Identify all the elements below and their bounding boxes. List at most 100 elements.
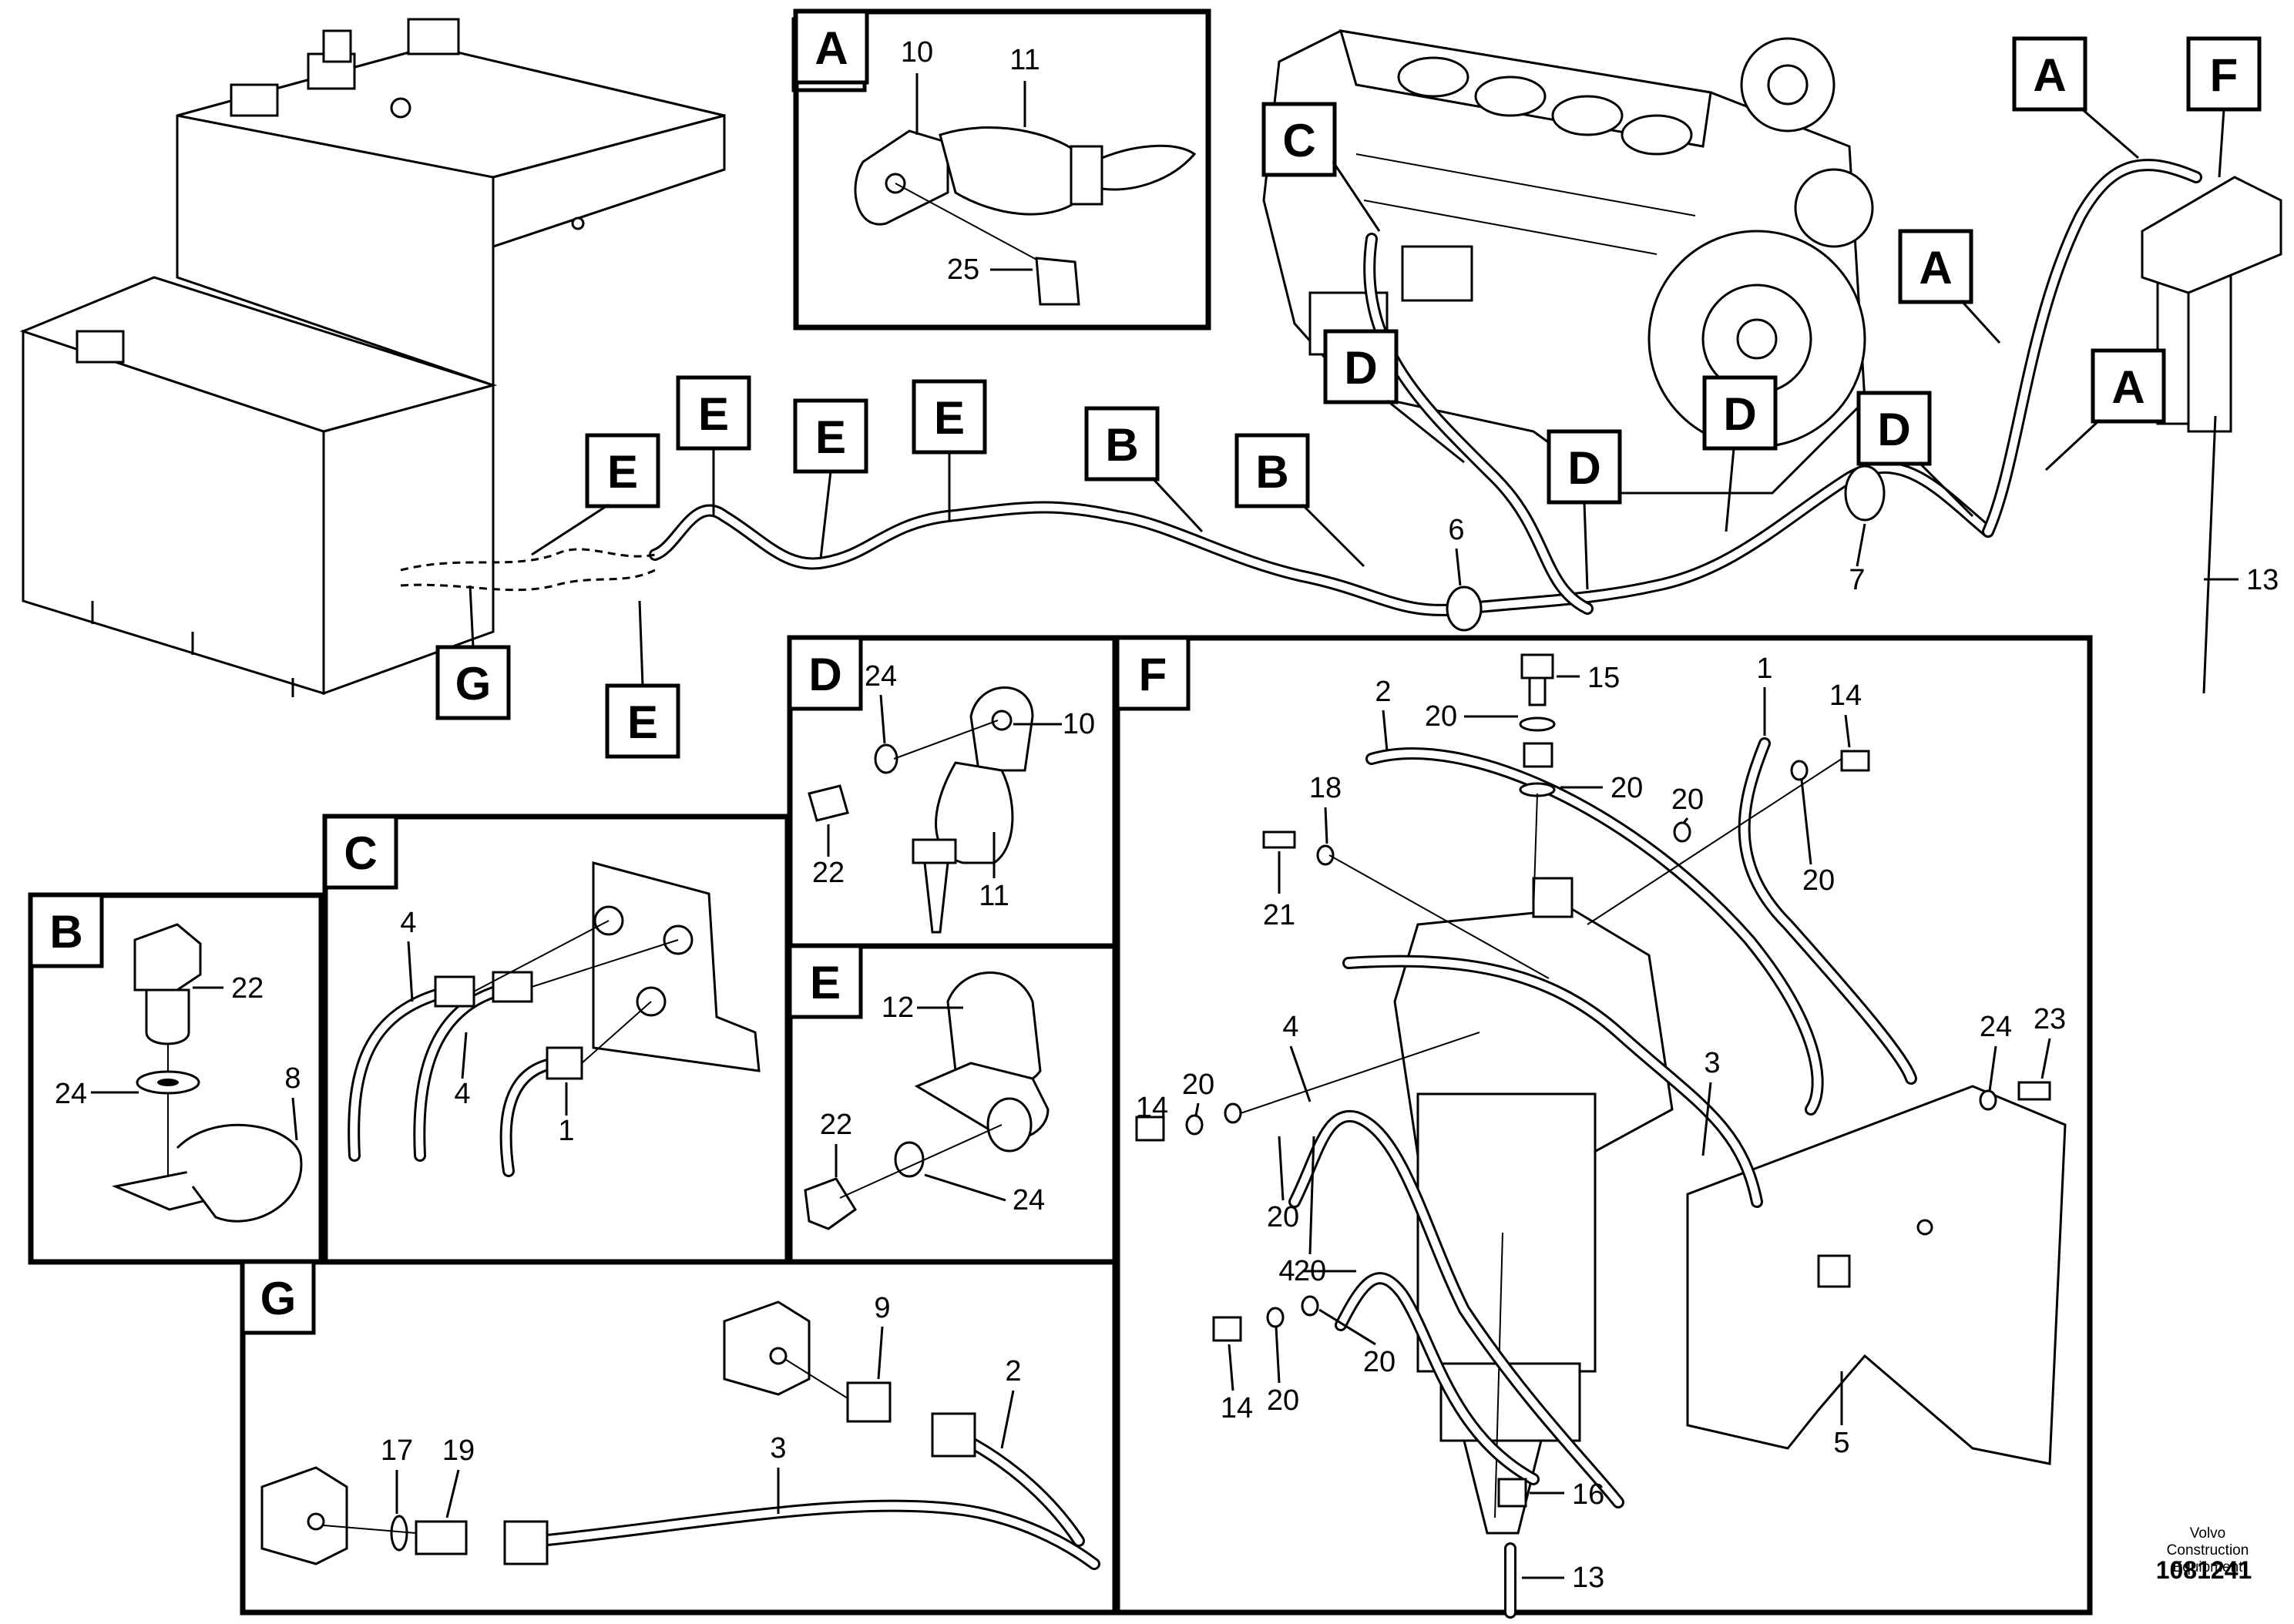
svg-text:20: 20 bbox=[1611, 772, 1643, 804]
svg-text:6: 6 bbox=[1448, 514, 1464, 546]
overview-callouts: A A A A F C D bbox=[435, 17, 2279, 759]
callout-b-2: B bbox=[1234, 433, 1365, 568]
svg-text:12: 12 bbox=[882, 992, 914, 1024]
svg-text:3: 3 bbox=[770, 1432, 786, 1465]
svg-text:22: 22 bbox=[812, 857, 845, 889]
svg-text:1: 1 bbox=[558, 1115, 574, 1147]
fuel-tank-illustration bbox=[19, 18, 726, 697]
svg-text:16: 16 bbox=[1572, 1478, 1604, 1511]
callout-d-3: D bbox=[1702, 375, 1778, 532]
svg-text:7: 7 bbox=[1849, 564, 1865, 596]
svg-text:9: 9 bbox=[874, 1292, 890, 1324]
svg-text:14: 14 bbox=[1136, 1092, 1168, 1124]
svg-text:10: 10 bbox=[1063, 708, 1095, 740]
callout-b-1: B bbox=[1084, 406, 1204, 533]
svg-text:E: E bbox=[698, 388, 729, 440]
svg-text:13: 13 bbox=[1572, 1562, 1604, 1594]
svg-text:15: 15 bbox=[1587, 662, 1620, 694]
svg-text:C: C bbox=[1282, 115, 1315, 166]
svg-text:11: 11 bbox=[979, 880, 1009, 912]
detail-f-panel: F bbox=[1114, 635, 2093, 1619]
callout-d-2: D bbox=[1547, 429, 1622, 590]
fuel-filter-illustration bbox=[2141, 176, 2282, 694]
svg-text:B: B bbox=[49, 906, 82, 958]
svg-text:20: 20 bbox=[1802, 864, 1835, 897]
detail-g-panel: G 9 2 17 19 3 bbox=[240, 1259, 1118, 1616]
svg-text:E: E bbox=[627, 696, 658, 748]
detail-b-panel: B 22 24 8 bbox=[28, 892, 324, 1265]
brand-line-1: Volvo Construction bbox=[2166, 1525, 2249, 1559]
callout-g: G bbox=[435, 585, 511, 720]
callout-e-2: E bbox=[676, 375, 751, 516]
callout-f: F bbox=[2186, 36, 2262, 178]
svg-text:3: 3 bbox=[1704, 1047, 1720, 1079]
svg-text:19: 19 bbox=[442, 1434, 475, 1467]
svg-text:17: 17 bbox=[381, 1434, 413, 1467]
svg-text:1: 1 bbox=[1756, 653, 1772, 685]
svg-text:D: D bbox=[1877, 404, 1910, 455]
svg-text:A: A bbox=[814, 22, 848, 74]
svg-text:21: 21 bbox=[1263, 899, 1295, 931]
svg-text:A: A bbox=[2033, 49, 2066, 101]
svg-text:2: 2 bbox=[1375, 676, 1391, 708]
callout-d-1: D bbox=[1323, 329, 1465, 464]
callout-a-2: A bbox=[1898, 229, 2001, 344]
svg-text:10: 10 bbox=[901, 36, 933, 69]
detail-e-panel: E 12 22 24 bbox=[787, 943, 1118, 1265]
svg-text:D: D bbox=[808, 649, 841, 700]
svg-text:22: 22 bbox=[820, 1109, 852, 1141]
engine-illustration bbox=[1262, 29, 1874, 495]
svg-text:E: E bbox=[934, 392, 965, 444]
detail-d-panel: D 24 10 22 11 bbox=[787, 635, 1118, 949]
svg-text:24: 24 bbox=[55, 1078, 87, 1110]
svg-text:E: E bbox=[607, 446, 638, 498]
callout-d-4: D bbox=[1856, 391, 1974, 518]
svg-text:4: 4 bbox=[400, 907, 416, 939]
brand-line-2: Equipment bbox=[2172, 1559, 2243, 1575]
svg-text:20: 20 bbox=[1267, 1201, 1299, 1233]
svg-text:14: 14 bbox=[1221, 1392, 1253, 1424]
svg-text:20: 20 bbox=[1671, 783, 1704, 816]
svg-text:E: E bbox=[815, 411, 846, 463]
svg-text:A: A bbox=[2111, 361, 2145, 413]
svg-text:4: 4 bbox=[454, 1078, 470, 1110]
brand-text: Volvo Construction Equipment bbox=[2150, 1525, 2265, 1576]
callout-a-3: A bbox=[2044, 348, 2166, 471]
svg-text:14: 14 bbox=[1829, 679, 1862, 712]
svg-text:24: 24 bbox=[1980, 1011, 2012, 1043]
svg-text:20: 20 bbox=[1267, 1384, 1299, 1417]
svg-text:B: B bbox=[1105, 419, 1138, 471]
svg-text:B: B bbox=[1255, 446, 1288, 498]
svg-text:F: F bbox=[2210, 49, 2239, 101]
callout-e-4: E bbox=[912, 379, 987, 520]
svg-text:E: E bbox=[810, 957, 841, 1008]
overview-number-labels: 6 7 13 bbox=[1448, 514, 2279, 596]
svg-text:24: 24 bbox=[865, 660, 897, 693]
svg-text:C: C bbox=[344, 827, 377, 879]
document-number: 1081241 bbox=[2155, 1556, 2252, 1584]
svg-text:5: 5 bbox=[1833, 1427, 1849, 1459]
hose-routes bbox=[400, 159, 2202, 632]
detail-a-panel: A 10 11 25 bbox=[793, 8, 1211, 331]
svg-text:23: 23 bbox=[2034, 1003, 2066, 1035]
svg-text:11: 11 bbox=[1009, 44, 1040, 76]
svg-text:8: 8 bbox=[284, 1062, 301, 1095]
svg-text:4: 4 bbox=[1278, 1255, 1295, 1287]
svg-text:D: D bbox=[1723, 388, 1756, 440]
svg-text:24: 24 bbox=[1013, 1184, 1045, 1216]
svg-text:25: 25 bbox=[947, 253, 979, 286]
svg-text:4: 4 bbox=[1282, 1011, 1298, 1043]
svg-text:D: D bbox=[1344, 342, 1377, 394]
callout-e-1: E bbox=[531, 433, 660, 556]
svg-text:20: 20 bbox=[1425, 700, 1457, 733]
svg-text:D: D bbox=[1567, 442, 1600, 494]
svg-text:18: 18 bbox=[1309, 772, 1342, 804]
callout-e-5: E bbox=[605, 600, 680, 759]
svg-text:G: G bbox=[260, 1273, 297, 1324]
callout-e-3: E bbox=[793, 398, 868, 559]
callout-c: C bbox=[1261, 102, 1381, 232]
svg-text:13: 13 bbox=[2246, 564, 2279, 596]
svg-text:G: G bbox=[455, 658, 492, 710]
